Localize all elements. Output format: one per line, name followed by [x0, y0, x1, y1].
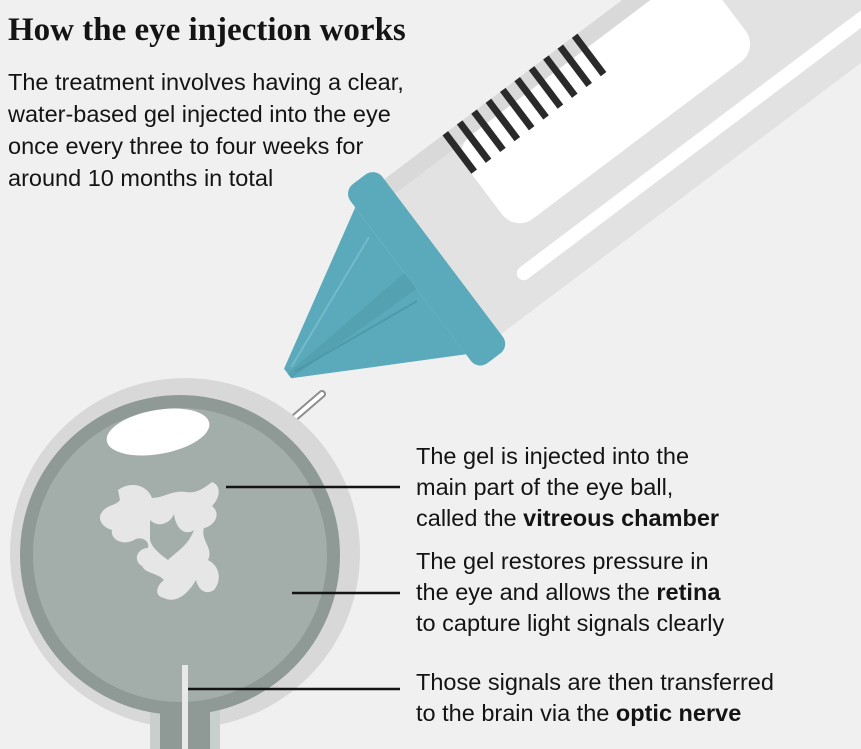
term-optic-nerve: optic nerve	[615, 700, 742, 726]
intro-line: The treatment involves having a clear,	[8, 69, 404, 95]
callout-line: Those signals are then transferred	[416, 669, 774, 695]
intro-line: around 10 months in total	[8, 165, 274, 191]
intro-line: once every three to four weeks for	[8, 133, 364, 159]
callout-vitreous-chamber: The gel is injected into the main part o…	[416, 441, 719, 534]
callout-line: The gel is injected into the	[416, 443, 690, 469]
callout-line: The gel restores pressure in	[416, 548, 709, 574]
graduation-marks	[442, 33, 607, 174]
syringe-icon	[218, 0, 861, 484]
callout-line: to capture light signals clearly	[416, 610, 725, 636]
intro-text: The treatment involves having a clear, w…	[8, 66, 478, 194]
pointer-lines	[188, 485, 400, 691]
callout-line: main part of the eye ball,	[416, 474, 674, 500]
eyeball-cross-section	[10, 378, 360, 749]
term-retina: retina	[656, 579, 721, 605]
callout-retina: The gel restores pressure in the eye and…	[416, 546, 724, 639]
intro-line: water-based gel injected into the eye	[8, 101, 391, 127]
callout-line: the eye and allows the retina	[416, 579, 721, 605]
callout-line: to the brain via the optic nerve	[416, 700, 742, 726]
page-title: How the eye injection works	[8, 12, 406, 48]
callout-line: called the vitreous chamber	[416, 505, 720, 531]
term-vitreous-chamber: vitreous chamber	[523, 505, 720, 531]
callout-optic-nerve: Those signals are then transferred to th…	[416, 667, 774, 729]
